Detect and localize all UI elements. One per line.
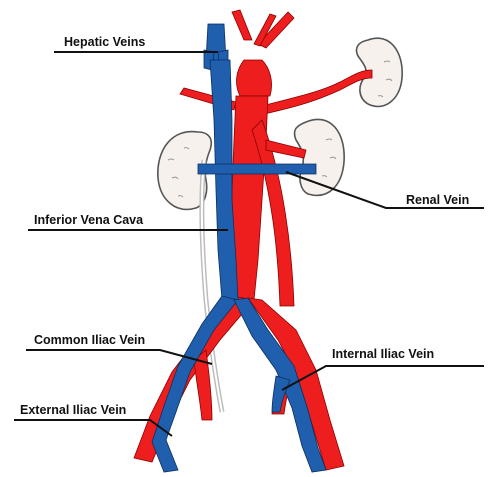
label-inferior-vena-cava: Inferior Vena Cava — [28, 213, 228, 231]
spleen-organ — [355, 37, 403, 108]
common-iliac-vein-label: Common Iliac Vein — [34, 333, 145, 347]
label-common-iliac-vein: Common Iliac Vein — [26, 333, 213, 365]
label-external-iliac-vein: External Iliac Vein — [14, 403, 173, 437]
label-hepatic-veins: Hepatic Veins — [54, 35, 218, 53]
internal-iliac-vein-label: Internal Iliac Vein — [332, 347, 434, 361]
right-kidney — [293, 118, 345, 197]
label-internal-iliac-vein: Internal Iliac Vein — [281, 347, 484, 391]
external-iliac-vein-label: External Iliac Vein — [20, 403, 126, 417]
inferior-vena-cava-label: Inferior Vena Cava — [34, 213, 144, 227]
hepatic-veins-label: Hepatic Veins — [64, 35, 145, 49]
renal-vein-label: Renal Vein — [406, 193, 469, 207]
label-renal-vein: Renal Vein — [285, 171, 484, 209]
venous-system — [151, 23, 327, 473]
